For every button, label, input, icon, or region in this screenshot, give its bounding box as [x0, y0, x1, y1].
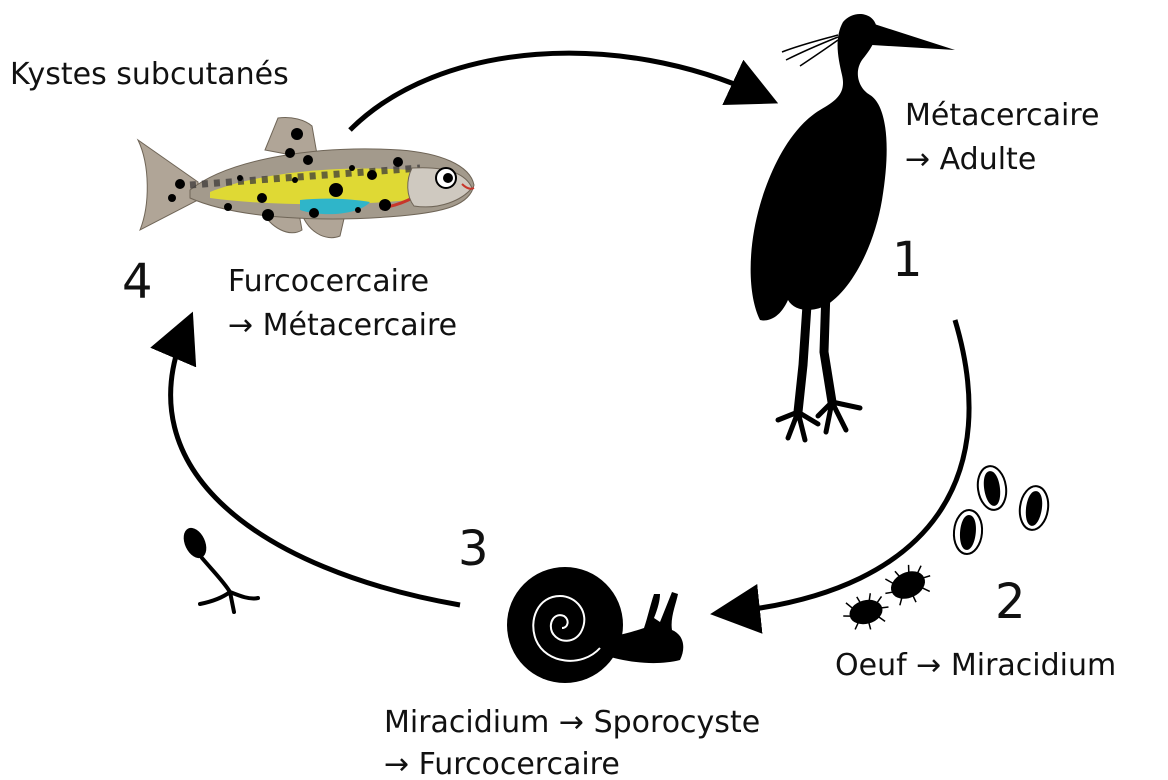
heron-plume: [782, 35, 838, 66]
stage-3-line-1: Miracidium → Sporocyste: [384, 705, 760, 740]
heron-body: [751, 14, 887, 320]
stage-1-number: 1: [892, 232, 923, 288]
stage-4-number: 4: [122, 254, 153, 310]
heron-icon: [751, 14, 955, 440]
arrow-fish-to-heron: [350, 53, 760, 130]
heron-legs: [778, 290, 860, 440]
stage-4-line-1: Furcocercaire: [228, 264, 429, 299]
stage-4-line-2: → Métacercaire: [228, 308, 457, 343]
egg-icon: [952, 464, 1051, 555]
stage-3-number: 3: [458, 521, 489, 577]
stage-2-line-1: Oeuf → Miracidium: [835, 648, 1116, 683]
heron-beak: [868, 22, 955, 50]
miracidium-icon: [839, 559, 937, 636]
snail-shell: [507, 567, 623, 683]
snail-icon: [507, 567, 683, 683]
arrow-snail-to-fish: [171, 330, 460, 605]
arrow-heron-to-eggs: [730, 320, 969, 612]
stage-1-line-1: Métacercaire: [905, 98, 1099, 133]
stage-2-number: 2: [995, 574, 1026, 630]
stage-3-line-2: → Furcocercaire: [384, 747, 620, 780]
fish-icon: [138, 117, 474, 237]
fish-note-label: Kystes subcutanés: [10, 57, 289, 92]
fish-tail: [138, 140, 198, 230]
cercaria-icon: [179, 524, 258, 612]
stage-1-line-2: → Adulte: [905, 142, 1036, 177]
